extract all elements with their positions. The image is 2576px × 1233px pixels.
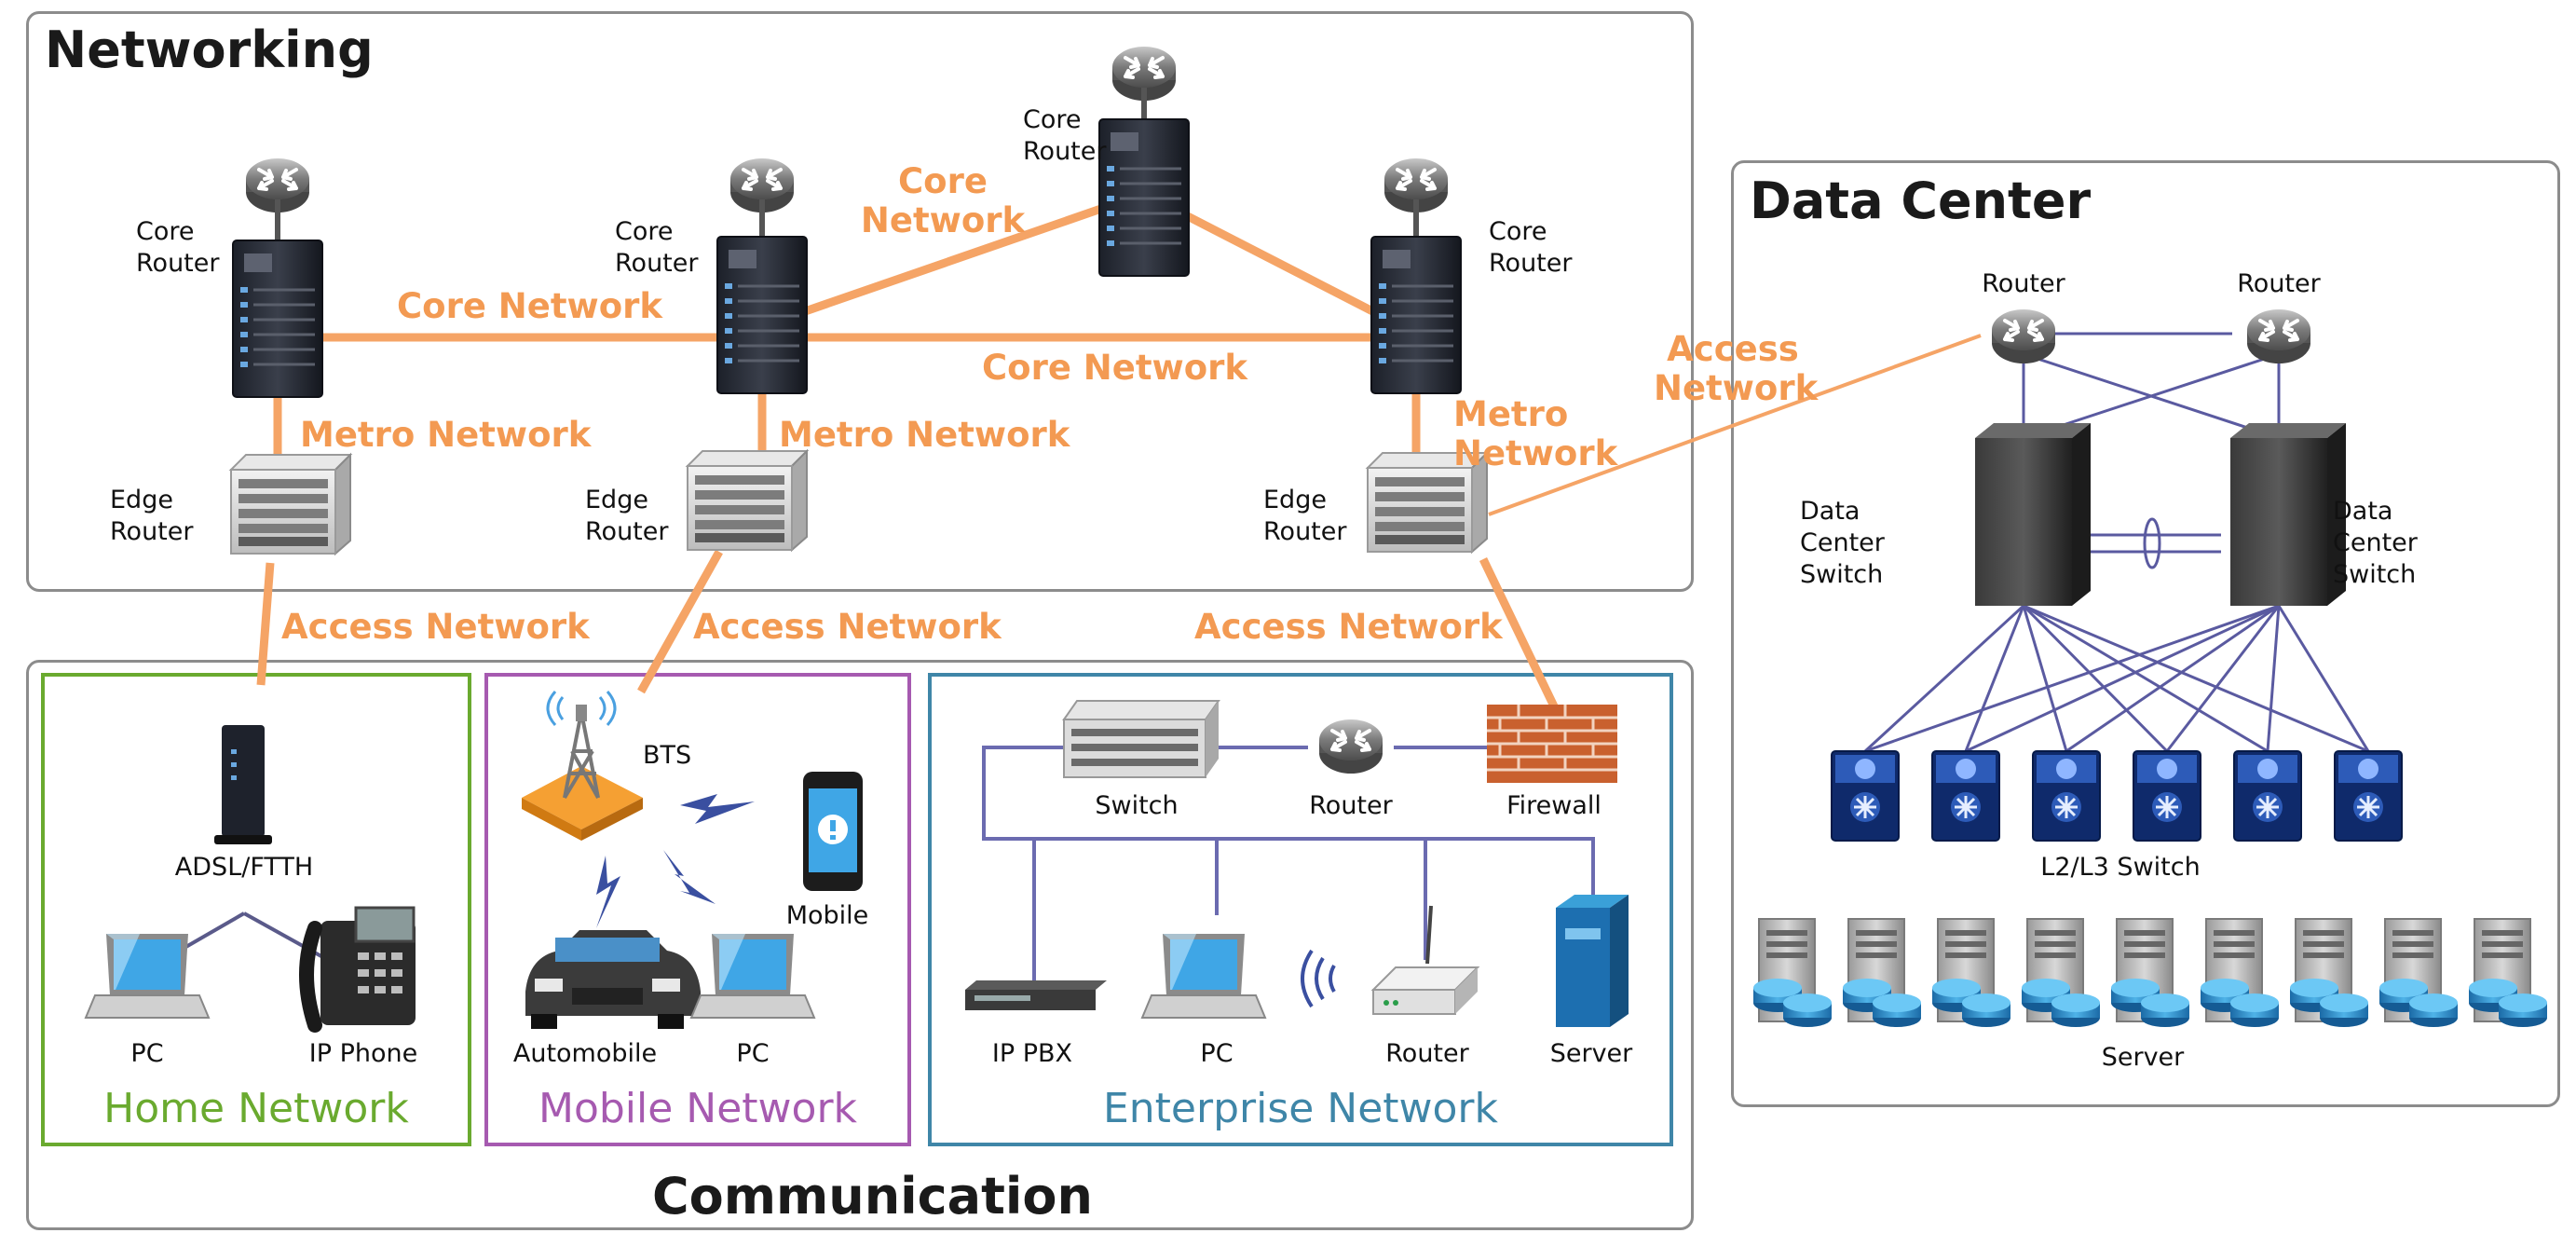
- l2l3-switch-label: L2/L3 Switch: [2040, 853, 2201, 882]
- wifi-router-label: Router: [1385, 1039, 1469, 1068]
- ip-phone-label: IP Phone: [308, 1039, 418, 1068]
- edge-router-2-device: [687, 450, 808, 551]
- mobile-network-panel: [484, 673, 911, 1146]
- adsl-label: ADSL/FTTH: [174, 853, 314, 882]
- core-router-1-label: Core Router: [136, 217, 220, 278]
- dc-router-2-icon: [2245, 308, 2312, 365]
- core-router-1-device: [231, 157, 324, 399]
- home-pc-label: PC: [130, 1039, 164, 1068]
- firewall-label: Firewall: [1506, 791, 1601, 820]
- ip-pbx-label: IP PBX: [991, 1039, 1073, 1068]
- core-network-label-2: Core Network: [860, 161, 1026, 240]
- edge-router-1-device: [230, 454, 351, 555]
- enterprise-router-icon: [1317, 718, 1384, 775]
- core-link-2-3: [760, 189, 1146, 331]
- wireless-signals-icon: [596, 794, 755, 928]
- mobile-pc-icon: [690, 933, 815, 1019]
- access-link-mobile: [637, 549, 723, 694]
- core-router-4-label: Core Router: [1489, 217, 1573, 278]
- dc-switch-1-icon: [1975, 423, 2091, 606]
- enterprise-server-label: Server: [1549, 1039, 1633, 1068]
- communication-title: Communication: [652, 1167, 1093, 1226]
- home-network-title: Home Network: [103, 1085, 409, 1132]
- metro-network-label-3: Metro Network: [1453, 394, 1618, 473]
- enterprise-switch-icon: [1062, 700, 1220, 778]
- mobile-label: Mobile: [785, 901, 869, 930]
- dc-router-2-label: Router: [2237, 269, 2321, 298]
- core-router-2-label: Core Router: [615, 217, 699, 278]
- l2l3-switch-6-icon: [2333, 749, 2404, 843]
- dc-router-1-icon: [1990, 308, 2057, 365]
- mobile-phone-icon: [803, 772, 863, 891]
- dc-server-8-icon: [2378, 918, 2459, 1028]
- wifi-signal-icon: [1301, 949, 1336, 1008]
- enterprise-network-title: Enterprise Network: [1102, 1085, 1499, 1132]
- metro-network-label-1: Metro Network: [300, 415, 592, 455]
- dc-server-2-icon: [1842, 918, 1922, 1028]
- core-router-4-device: [1370, 157, 1463, 395]
- access-network-label-1: Access Network: [281, 607, 590, 647]
- edge-router-2-label: Edge Router: [585, 486, 669, 546]
- networking-title: Networking: [45, 21, 374, 79]
- switch-label: Switch: [1095, 791, 1179, 820]
- dc-server-1-icon: [1752, 918, 1833, 1028]
- core-network-label-3: Core Network: [982, 348, 1247, 388]
- enterprise-router-label: Router: [1309, 791, 1393, 820]
- firewall-icon: [1487, 705, 1617, 783]
- dc-server-9-icon: [2468, 918, 2548, 1028]
- automobile-label: Automobile: [512, 1039, 658, 1068]
- bts-label: BTS: [643, 741, 692, 770]
- enterprise-pc-icon: [1141, 933, 1266, 1019]
- dc-switch-1-label: Data Center Switch: [1800, 497, 1885, 589]
- dc-server-7-icon: [2289, 918, 2369, 1028]
- dc-switch-2-icon: [2230, 423, 2346, 606]
- wifi-router-icon: [1370, 905, 1480, 1015]
- core-router-3-label: Core Router: [1023, 105, 1107, 166]
- access-link-data-center: [1488, 334, 1982, 516]
- ip-phone-icon: [299, 906, 416, 1033]
- edge-router-1-label: Edge Router: [110, 486, 194, 546]
- core-router-2-device: [716, 157, 809, 395]
- edge-router-3-label: Edge Router: [1263, 486, 1347, 546]
- ip-pbx-icon: [965, 980, 1107, 1010]
- data-center-title: Data Center: [1750, 171, 2092, 230]
- l2l3-switch-3-icon: [2031, 749, 2102, 843]
- access-link-home: [256, 562, 275, 686]
- mobile-network-title: Mobile Network: [538, 1085, 858, 1132]
- access-network-label-2: Access Network: [693, 607, 1002, 647]
- core-network-label-1: Core Network: [397, 286, 662, 326]
- dc-router-1-label: Router: [1982, 269, 2065, 298]
- dc-server-label: Server: [2101, 1043, 2185, 1072]
- l2-fabric-links: [1863, 604, 2370, 753]
- metro-network-label-2: Metro Network: [779, 415, 1070, 455]
- dc-server-6-icon: [2200, 918, 2280, 1028]
- enterprise-server-icon: [1556, 895, 1629, 1027]
- access-network-label-4: Access Network: [1654, 329, 1819, 408]
- l2l3-switch-1-icon: [1830, 749, 1901, 843]
- l2l3-switch-2-icon: [1930, 749, 2001, 843]
- adsl-modem-icon: [214, 725, 272, 844]
- access-link-enterprise: [1479, 557, 1561, 712]
- l2l3-switch-5-icon: [2232, 749, 2303, 843]
- dc-switch-2-label: Data Center Switch: [2333, 497, 2418, 589]
- enterprise-pc-label: PC: [1200, 1039, 1233, 1068]
- bts-tower-icon: [522, 691, 643, 841]
- mobile-pc-label: PC: [736, 1039, 770, 1068]
- dc-server-4-icon: [2021, 918, 2101, 1028]
- automobile-icon: [525, 930, 701, 1029]
- core-router-3-device: [1097, 45, 1191, 278]
- l2l3-switch-4-icon: [2132, 749, 2202, 843]
- access-network-label-3: Access Network: [1194, 607, 1503, 647]
- dc-server-3-icon: [1931, 918, 2011, 1028]
- dc-server-5-icon: [2110, 918, 2190, 1028]
